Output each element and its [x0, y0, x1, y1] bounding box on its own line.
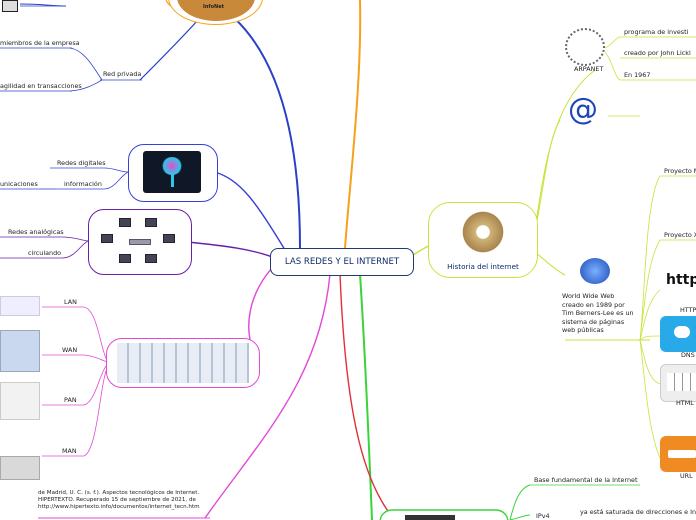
connector-rd-2	[103, 171, 129, 190]
dns-label: DNS	[681, 351, 695, 359]
arpanet-label[interactable]: ARPANET	[574, 65, 604, 73]
pan-image	[0, 382, 40, 420]
informacion-label[interactable]: información	[64, 180, 102, 188]
redes-digitales-label[interactable]: Redes digitales	[57, 159, 106, 167]
connector-dns	[639, 335, 661, 341]
url-tile[interactable]	[660, 436, 696, 472]
proyecto-xa-label[interactable]: Proyecto Xa	[664, 231, 696, 239]
connector-ra-1	[61, 236, 89, 242]
red-privada-label[interactable]: Red privada	[103, 70, 142, 78]
branch-blue-digitales	[214, 171, 286, 251]
connector-man	[83, 365, 109, 457]
connector-ra-2	[61, 240, 89, 259]
agilidad-label[interactable]: agilidad en transacciones	[0, 82, 82, 90]
infonet-logo-icon	[177, 0, 255, 21]
connector-proyecto-xa	[639, 239, 661, 341]
connector-arp-3	[604, 51, 621, 81]
circulando-label[interactable]: circulando	[28, 249, 62, 257]
www-globe-icon[interactable]	[580, 258, 610, 284]
network-diagram-icon	[117, 343, 249, 383]
connector-rd-1	[103, 167, 129, 173]
arpanet-icon	[565, 28, 605, 66]
arpanet-item-2[interactable]: creado por John Lickl	[624, 49, 691, 57]
central-topic-title: LAS REDES Y EL INTERNET	[284, 257, 400, 267]
infonet-logo-label: InfoNet	[203, 4, 224, 10]
branch-magenta-ref	[204, 273, 331, 519]
html-tile[interactable]	[660, 364, 696, 402]
arpanet-item-1[interactable]: programa de investi	[624, 28, 689, 36]
branch-green	[359, 273, 373, 520]
historia-node[interactable]	[428, 202, 538, 278]
device-icon-top	[2, 0, 18, 12]
connector-url	[639, 339, 661, 459]
man-image	[0, 456, 40, 480]
connector-wan	[83, 354, 109, 363]
connector-www	[534, 251, 566, 276]
connector-miembros	[69, 47, 103, 81]
connector-html	[639, 339, 661, 385]
url-label: URL	[680, 472, 693, 480]
dns-tile[interactable]	[660, 316, 696, 352]
miembros-label[interactable]: miembros de la empresa	[0, 39, 80, 47]
html-keys-icon	[667, 373, 696, 391]
connector-agilidad	[69, 79, 103, 92]
saturada-label[interactable]: ya está saturada de direcciones e Intern…	[580, 508, 696, 516]
http-art: http:/	[666, 272, 696, 288]
historia-title: Historia del internet	[447, 262, 519, 271]
branch-red	[339, 273, 396, 520]
connector-pan	[83, 363, 109, 406]
connector-arroba	[534, 119, 561, 233]
man-label[interactable]: MAN	[62, 447, 77, 455]
www-text[interactable]: World Wide Web creado en 1989 por Tim Be…	[562, 292, 634, 334]
connector-lan	[83, 306, 109, 363]
collage-icon	[459, 209, 507, 255]
arpanet-item-3[interactable]: En 1967	[624, 71, 651, 79]
branch-purple	[187, 241, 276, 259]
dns-icon	[674, 326, 690, 338]
branch-orange	[344, 0, 362, 249]
url-bar-icon	[668, 450, 696, 458]
redes-analogicas-label[interactable]: Redes analógicas	[8, 228, 64, 236]
tree-network-icon	[143, 151, 201, 193]
http-tile[interactable]: http:/	[660, 262, 696, 302]
unicaciones-label[interactable]: unicaciones	[0, 180, 38, 188]
lan-image	[0, 296, 40, 316]
tipos-de-red-node[interactable]	[106, 338, 260, 388]
wan-label[interactable]: WAN	[62, 346, 78, 354]
base-label[interactable]: Base fundamental de la Internet	[534, 476, 638, 484]
branch-blue	[209, 0, 301, 249]
lan-label[interactable]: LAN	[64, 298, 77, 306]
redes-digitales-node[interactable]	[128, 144, 218, 202]
ipv4-label[interactable]: IPv4	[536, 512, 550, 520]
computer-network-icon	[99, 216, 179, 268]
connector-arp-1	[604, 36, 621, 49]
bottom-node-image	[405, 515, 455, 520]
connector-base	[509, 484, 531, 520]
http-label: HTTP	[680, 306, 696, 314]
connector-http	[639, 289, 661, 341]
at-sign-icon[interactable]: @	[568, 92, 598, 127]
pan-label[interactable]: PAN	[64, 396, 77, 404]
wan-image	[0, 330, 40, 372]
connector-ipv4	[509, 514, 531, 520]
redes-analogicas-node[interactable]	[88, 209, 192, 275]
central-topic[interactable]: LAS REDES Y EL INTERNET	[270, 248, 414, 276]
proyecto-m-label[interactable]: Proyecto M	[664, 167, 696, 175]
html-label: HTML	[676, 399, 694, 407]
reference-text: de Madrid, U. C. (s. f.). Aspectos tecno…	[38, 490, 200, 510]
